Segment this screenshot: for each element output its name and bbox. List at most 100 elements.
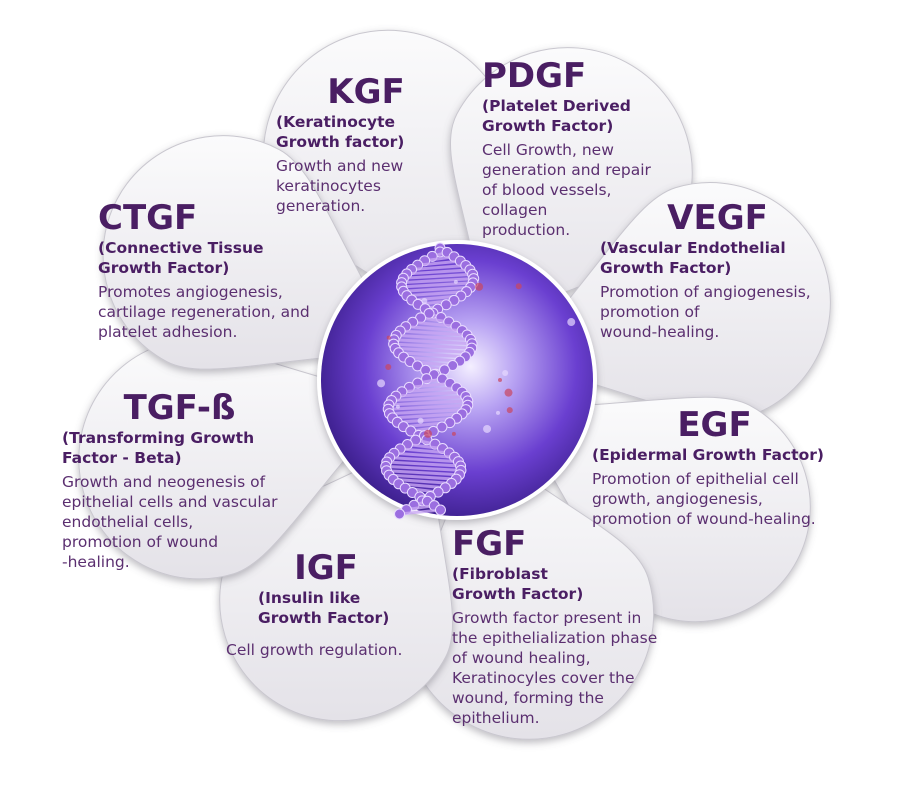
dna-rung xyxy=(395,390,463,398)
growth-factor-full-name: Growth factor) xyxy=(276,133,405,151)
dna-rung xyxy=(389,456,459,464)
dna-rung xyxy=(400,447,450,455)
dna-rung xyxy=(401,277,474,285)
growth-factor-full-name: (Keratinocyte xyxy=(276,113,396,131)
dna-rung xyxy=(392,412,463,420)
dna-rung xyxy=(385,464,462,472)
dna-rung xyxy=(417,259,461,267)
growth-factor-description: growth, angiogenesis, xyxy=(592,490,763,508)
growth-factor-description: Cell growth regulation. xyxy=(226,641,403,659)
growth-factor-description: Growth and new xyxy=(276,157,404,175)
growth-factor-abbreviation: VEGF xyxy=(667,198,768,238)
particle-dot xyxy=(417,417,424,424)
growth-factor-description: promotion of wound-healing. xyxy=(592,510,816,528)
particle-dot xyxy=(421,297,428,304)
particle-dot xyxy=(567,318,576,327)
growth-factor-description: of wound healing, xyxy=(452,649,591,667)
dna-bead xyxy=(440,299,452,311)
dna-rung xyxy=(409,381,451,389)
particle-dot xyxy=(504,388,513,397)
growth-factor-description: production. xyxy=(482,221,571,239)
dna-rung xyxy=(412,320,457,328)
growth-factor-description: epithelium. xyxy=(452,709,540,727)
growth-factor-description: the epithelialization phase xyxy=(452,629,658,647)
dna-rung xyxy=(405,325,463,333)
growth-factor-full-name: (Connective Tissue xyxy=(98,239,264,257)
particle-dot xyxy=(502,370,509,377)
particle-dot xyxy=(498,378,502,382)
growth-factor-full-name: (Platelet Derived xyxy=(482,97,631,115)
growth-factor-full-name: (Fibroblast xyxy=(452,565,548,583)
dna-rung xyxy=(386,460,461,468)
dna-rung xyxy=(396,333,471,341)
growth-factor-description: platelet adhesion. xyxy=(98,323,238,341)
dna-rung xyxy=(403,272,473,280)
growth-factor-abbreviation: TGF-ß xyxy=(123,388,236,428)
growth-factor-full-name: Growth Factor) xyxy=(600,259,732,277)
growth-factor-description: endothelial cells, xyxy=(62,513,194,531)
growth-factor-full-name: Growth Factor) xyxy=(98,259,230,277)
dna-rung xyxy=(393,342,472,350)
particle-dot xyxy=(385,363,392,370)
particle-dot xyxy=(377,379,386,388)
dna-rung xyxy=(393,338,473,346)
growth-factor-description: Keratinocyles cover the xyxy=(452,669,635,687)
growth-factor-description: keratinocytes xyxy=(276,177,381,195)
growth-factor-description: generation and repair xyxy=(482,161,651,179)
growth-factor-description: wound-healing. xyxy=(600,323,720,341)
dna-rung xyxy=(406,268,471,276)
particle-dot xyxy=(483,424,492,433)
growth-factor-abbreviation: KGF xyxy=(327,72,405,112)
growth-factor-full-name: (Insulin like xyxy=(258,589,361,607)
center-dna-image xyxy=(317,240,597,520)
dna-rung xyxy=(403,285,471,293)
growth-factor-full-name: Factor - Beta) xyxy=(62,449,182,467)
growth-factor-description: generation. xyxy=(276,197,366,215)
growth-factor-description: Growth factor present in xyxy=(452,609,642,627)
dna-bead xyxy=(436,421,448,433)
growth-factor-description: -healing. xyxy=(62,553,130,571)
particle-dot xyxy=(386,335,391,340)
growth-factor-description: Promotion of epithelial cell xyxy=(592,470,799,488)
growth-factor-description: wound, forming the xyxy=(452,689,604,707)
dna-bead xyxy=(434,504,446,516)
dna-rung xyxy=(388,403,468,411)
dna-rung xyxy=(400,329,468,337)
growth-factor-abbreviation: CTGF xyxy=(98,198,198,238)
growth-factor-description: Promotion of angiogenesis, xyxy=(600,283,811,301)
growth-factor-description: collagen xyxy=(482,201,548,219)
particle-dot xyxy=(451,431,456,436)
dna-rung xyxy=(389,408,466,416)
particle-dot xyxy=(475,282,484,291)
dna-rung xyxy=(406,290,467,298)
dna-rung xyxy=(388,399,468,407)
particle-dot xyxy=(506,407,513,414)
dna-rung xyxy=(401,281,474,289)
growth-factor-description: of blood vessels, xyxy=(482,181,612,199)
dna-rung xyxy=(398,351,466,359)
dna-rung xyxy=(386,469,460,477)
growth-factor-full-name: Growth Factor) xyxy=(482,117,614,135)
growth-factor-description: Growth and neogenesis of xyxy=(62,473,266,491)
growth-factor-description: promotion of xyxy=(600,303,700,321)
dna-rung xyxy=(401,386,457,394)
particle-dot xyxy=(395,404,400,409)
growth-factor-abbreviation: PDGF xyxy=(482,56,587,96)
growth-factor-abbreviation: IGF xyxy=(294,548,358,588)
dna-rung xyxy=(393,477,452,485)
growth-factor-description: cartilage regeneration, and xyxy=(98,303,310,321)
dna-bead xyxy=(394,508,406,520)
dna-rung xyxy=(411,263,466,271)
growth-factor-full-name: (Vascular Endothelial xyxy=(600,239,786,257)
particle-dot xyxy=(453,279,458,284)
growth-factor-full-name: Growth Factor) xyxy=(452,585,584,603)
watermark: 知乎 @佩花小奇奇 xyxy=(670,750,888,779)
